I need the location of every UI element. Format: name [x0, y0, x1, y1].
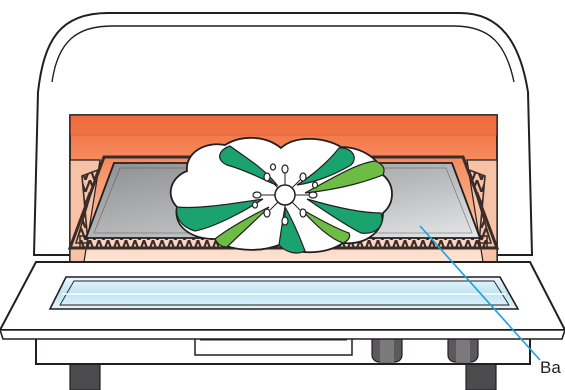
flower-cookie-icon	[169, 136, 393, 254]
knob-icon	[371, 333, 403, 363]
foot-left	[69, 363, 101, 390]
callout-leader-line	[419, 225, 541, 361]
foot-right	[465, 363, 497, 390]
knob-icon	[447, 333, 479, 363]
tray-callout-label: Ba	[540, 358, 561, 377]
